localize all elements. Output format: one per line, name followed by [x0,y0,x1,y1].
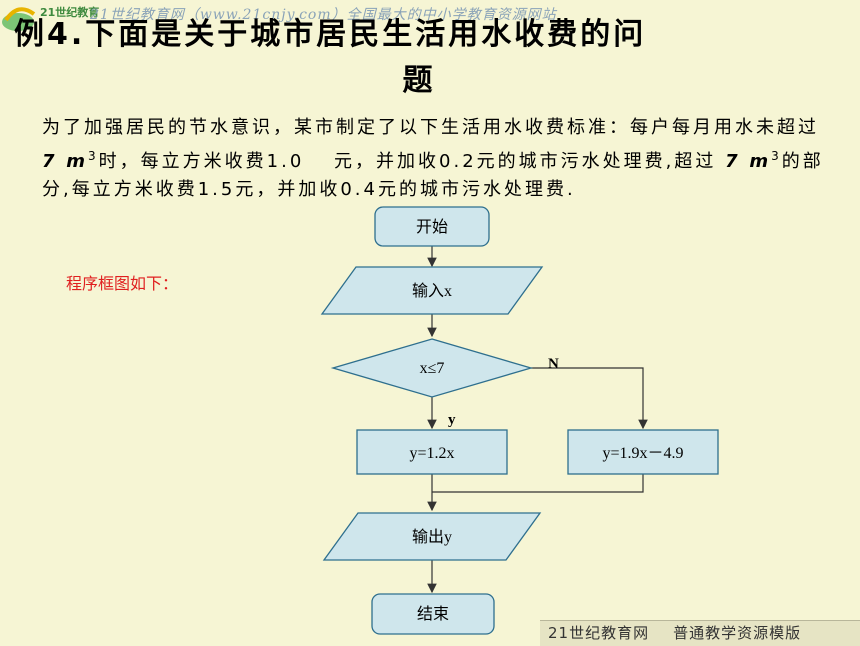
problem-exponent-2: 3 [771,149,782,163]
no-branch-label: N [548,356,559,372]
footer-template: 普通教学资源模版 [673,624,802,642]
footer: 21世纪教育网 普通教学资源模版 [548,622,825,643]
problem-part-1: 为了加强居民的节水意识，某市制定了以下生活用水收费标准：每户每月用水未超过 [42,117,819,138]
condition-node [330,338,534,398]
process-no-label: y=1.9x－4.9 [602,445,683,462]
problem-part-3: 的部分,每立方米收费1.5元，并加收0.4元的城市污水处理费. [42,151,824,200]
header-watermark: 21世纪教育网（www.21cnjy.com）全国最大的中小学教育资源网站 [90,7,557,23]
end-label: 结束 [417,605,449,623]
edge-no-merge [432,474,644,493]
input-label: 输入x [412,282,452,300]
page-title: 例4.下面是关于城市居民生活用水收费的问 题 [14,12,834,104]
footer-bar [540,620,860,646]
problem-text: 为了加强居民的节水意识，某市制定了以下生活用水收费标准：每户每月用水未超过 7 … [42,114,832,204]
process-yes-node [356,429,508,475]
input-node [320,266,544,315]
problem-unit-1: m [66,151,89,172]
logo-text: 21世纪教育 [40,6,100,19]
site-logo: 21世纪教育 [0,0,140,40]
problem-number-2: 7 [725,151,741,172]
end-node [371,593,495,635]
yes-branch-label: y [448,412,456,428]
problem-unit-2: m [749,151,772,172]
edge-condition-no [531,367,648,430]
title-line-2: 题 [402,63,436,98]
start-label: 开始 [416,218,448,236]
problem-part-2: 时，每立方米收费1.0 元，并加收0.2元的城市污水处理费,超过 [98,151,717,172]
condition-label: x≤7 [420,360,445,377]
output-node [322,512,542,561]
problem-exponent-1: 3 [88,149,99,163]
process-yes-label: y=1.2x [409,445,454,462]
process-no-node [567,429,719,475]
footer-site: 21世纪教育网 [548,624,650,642]
output-label: 输出y [412,528,452,546]
title-line-1: 例4.下面是关于城市居民生活用水收费的问 [14,17,647,52]
start-node [374,206,490,247]
flowchart-caption: 程序框图如下： [66,274,179,293]
logo-icon [2,7,36,31]
problem-number-1: 7 [42,151,58,172]
